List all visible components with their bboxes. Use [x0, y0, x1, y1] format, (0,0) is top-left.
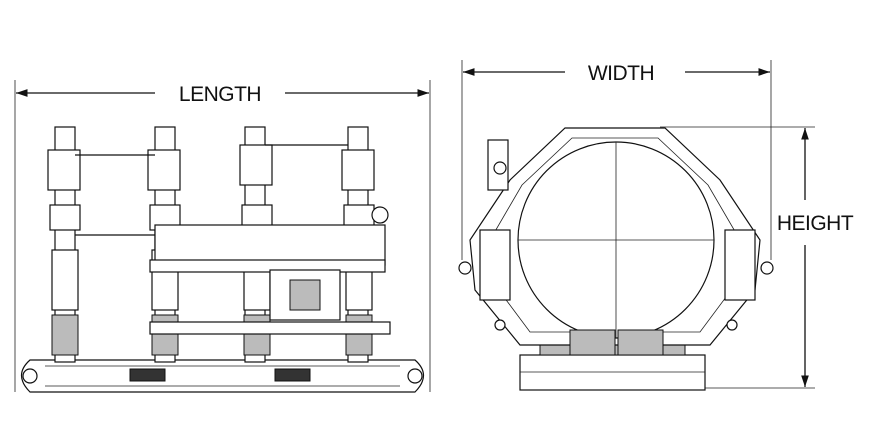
width-label: WIDTH: [588, 62, 654, 85]
length-label: LENGTH: [179, 83, 261, 106]
end-view-machine: [458, 127, 774, 391]
height-label: HEIGHT: [777, 212, 854, 235]
width-dimension: WIDTH: [461, 60, 772, 260]
side-view-machine: [20, 126, 425, 393]
length-dimension: LENGTH: [14, 80, 431, 392]
height-dimension: HEIGHT: [660, 126, 854, 389]
